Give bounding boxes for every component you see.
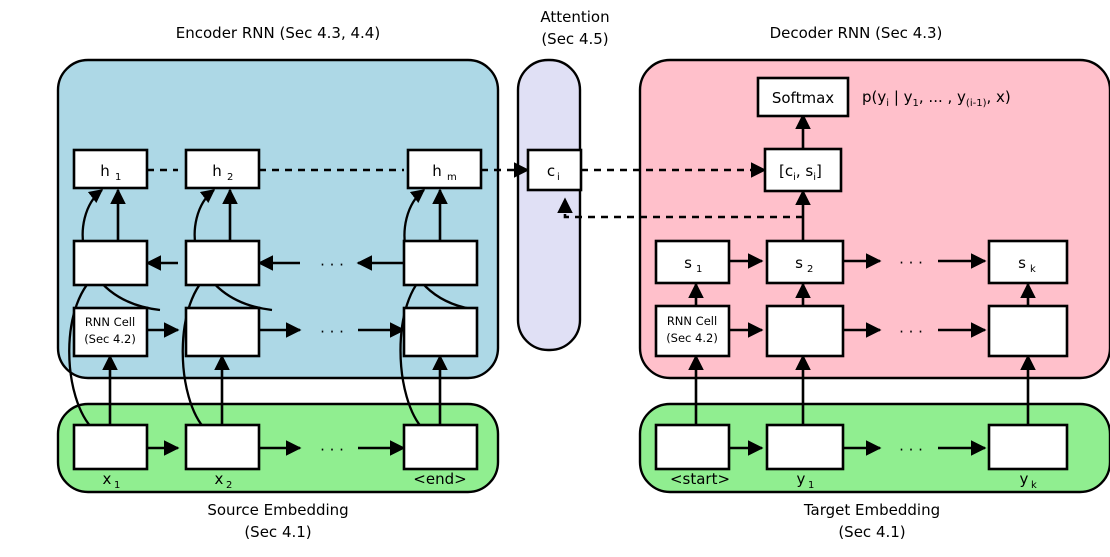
encoder-forward-cell-2 [184, 306, 261, 358]
concat-mid: , s [796, 162, 814, 180]
target-token-base-3: y [1020, 470, 1029, 488]
decoder-state-label-1: s [684, 254, 692, 272]
decoder-state-box-3: s k [987, 239, 1069, 285]
encoder-rnn-cell-labeled: RNN Cell (Sec 4.2) [72, 306, 149, 358]
encoder-title: Encoder RNN (Sec 4.3, 4.4) [176, 24, 380, 42]
formula-sub-i1: (i-1) [966, 98, 987, 109]
target-token-sub-2: 1 [808, 480, 814, 491]
encoder-hidden-box-1: h 1 [72, 148, 149, 190]
encoder-rnn-cell-line2: (Sec 4.2) [84, 332, 136, 346]
source-embedding-title-line2: (Sec 4.1) [244, 523, 311, 541]
formula-bar: | y [889, 88, 913, 106]
attention-context-box: c i [526, 148, 583, 192]
encoder-hidden-label-2: h [212, 162, 222, 180]
target-token-base-2: y [797, 470, 806, 488]
decoder-state-sub-3: k [1030, 264, 1036, 275]
formula-sub-i: i [886, 98, 889, 109]
encoder-backward-cell-3 [402, 239, 479, 287]
svg-text:[ci, si]: [ci, si] [779, 162, 822, 183]
decoder-rnn-cell-line1: RNN Cell [667, 314, 717, 328]
formula-mid: , ... , y [919, 88, 966, 106]
concat-close: ] [816, 162, 822, 180]
encoder-panel [56, 58, 500, 380]
attention-context-sub: i [557, 172, 560, 183]
decoder-panel [638, 58, 1110, 380]
decoder-cell-box-3 [987, 304, 1069, 358]
encoder-hidden-sub-1: 1 [115, 172, 121, 183]
attention-title-line1: Attention [540, 8, 609, 26]
target-embedding-box-2 [765, 423, 845, 471]
attention-context-label: c [547, 162, 555, 180]
decoder-cell-ellipsis: · · · [899, 323, 923, 341]
attention-panel [516, 58, 582, 352]
target-embedding-ellipsis: · · · [899, 441, 923, 459]
source-token-label-2: x 2 [215, 470, 233, 491]
attention-feedback-dash [557, 197, 803, 219]
target-token-label-1: <start> [670, 470, 730, 488]
decoder-state-sub-2: 2 [807, 264, 813, 275]
target-token-label-2: y 1 [797, 470, 815, 491]
encoder-hidden-label-1: h [100, 162, 110, 180]
target-embedding-box-1 [654, 423, 731, 471]
source-embedding-box-3 [402, 423, 479, 471]
target-token-base-1: <start> [670, 470, 730, 488]
source-token-label-1: x 1 [103, 470, 121, 491]
decoder-probability-formula: p(yi | y1, ... , y(i-1), x) [862, 88, 1011, 109]
encoder-backward-cell-2 [184, 239, 261, 287]
encoder-hidden-sub-2: 2 [227, 172, 233, 183]
target-embedding-box-3 [987, 423, 1069, 471]
attention-title-line2: (Sec 4.5) [541, 30, 608, 48]
encoder-backward-cell-1 [72, 239, 149, 287]
concat-sub-2: i [813, 172, 816, 183]
decoder-softmax-box: Softmax [756, 76, 850, 118]
source-token-sub-1: 1 [114, 480, 120, 491]
source-embedding-box-1 [72, 423, 149, 471]
decoder-softmax-label: Softmax [772, 89, 834, 107]
svg-text:p(yi | y1, ... , y(i-1), x): p(yi | y1, ... , y(i-1), x) [862, 88, 1011, 109]
concat-sub-1: i [793, 172, 796, 183]
decoder-title: Decoder RNN (Sec 4.3) [770, 24, 943, 42]
decoder-concat-box: [ci, si] [763, 147, 843, 193]
decoder-state-label-2: s [795, 254, 803, 272]
decoder-state-sub-1: 1 [696, 264, 702, 275]
decoder-state-label-3: s [1018, 254, 1026, 272]
source-token-sub-2: 2 [226, 480, 232, 491]
source-token-base-1: x [103, 470, 112, 488]
source-token-base-3: <end> [413, 470, 466, 488]
decoder-state-box-2: s 2 [765, 239, 845, 285]
target-embedding-title-line2: (Sec 4.1) [838, 523, 905, 541]
target-token-label-3: y k [1020, 470, 1037, 491]
encoder-hidden-label-3: h [432, 162, 442, 180]
encoder-hidden-sub-3: m [447, 172, 457, 183]
source-embedding-ellipsis: · · · [320, 441, 344, 459]
decoder-cell-box-2 [765, 304, 845, 358]
source-embedding-title-line1: Source Embedding [207, 501, 348, 519]
encoder-rnn-cell-line1: RNN Cell [85, 315, 135, 329]
source-token-base-2: x [215, 470, 224, 488]
decoder-rnn-cell-line2: (Sec 4.2) [666, 331, 718, 345]
encoder-hidden-box-3: h m [406, 148, 483, 190]
decoder-state-ellipsis: · · · [899, 254, 923, 272]
encoder-backward-ellipsis: · · · [320, 256, 344, 274]
source-token-label-3: <end> [413, 470, 466, 488]
decoder-state-box-1: s 1 [654, 239, 731, 285]
source-embedding-box-2 [184, 423, 261, 471]
encoder-forward-ellipsis: · · · [320, 323, 344, 341]
target-embedding-title-line1: Target Embedding [803, 501, 940, 519]
decoder-rnn-cell-labeled: RNN Cell (Sec 4.2) [654, 304, 731, 358]
formula-p-open: p(y [862, 88, 886, 106]
formula-sub-1: 1 [913, 98, 919, 109]
encoder-hidden-box-2: h 2 [184, 148, 261, 190]
target-token-sub-3: k [1031, 480, 1037, 491]
concat-open: [c [779, 162, 793, 180]
formula-tail: , x) [986, 88, 1010, 106]
encoder-forward-cell-3 [402, 306, 479, 358]
